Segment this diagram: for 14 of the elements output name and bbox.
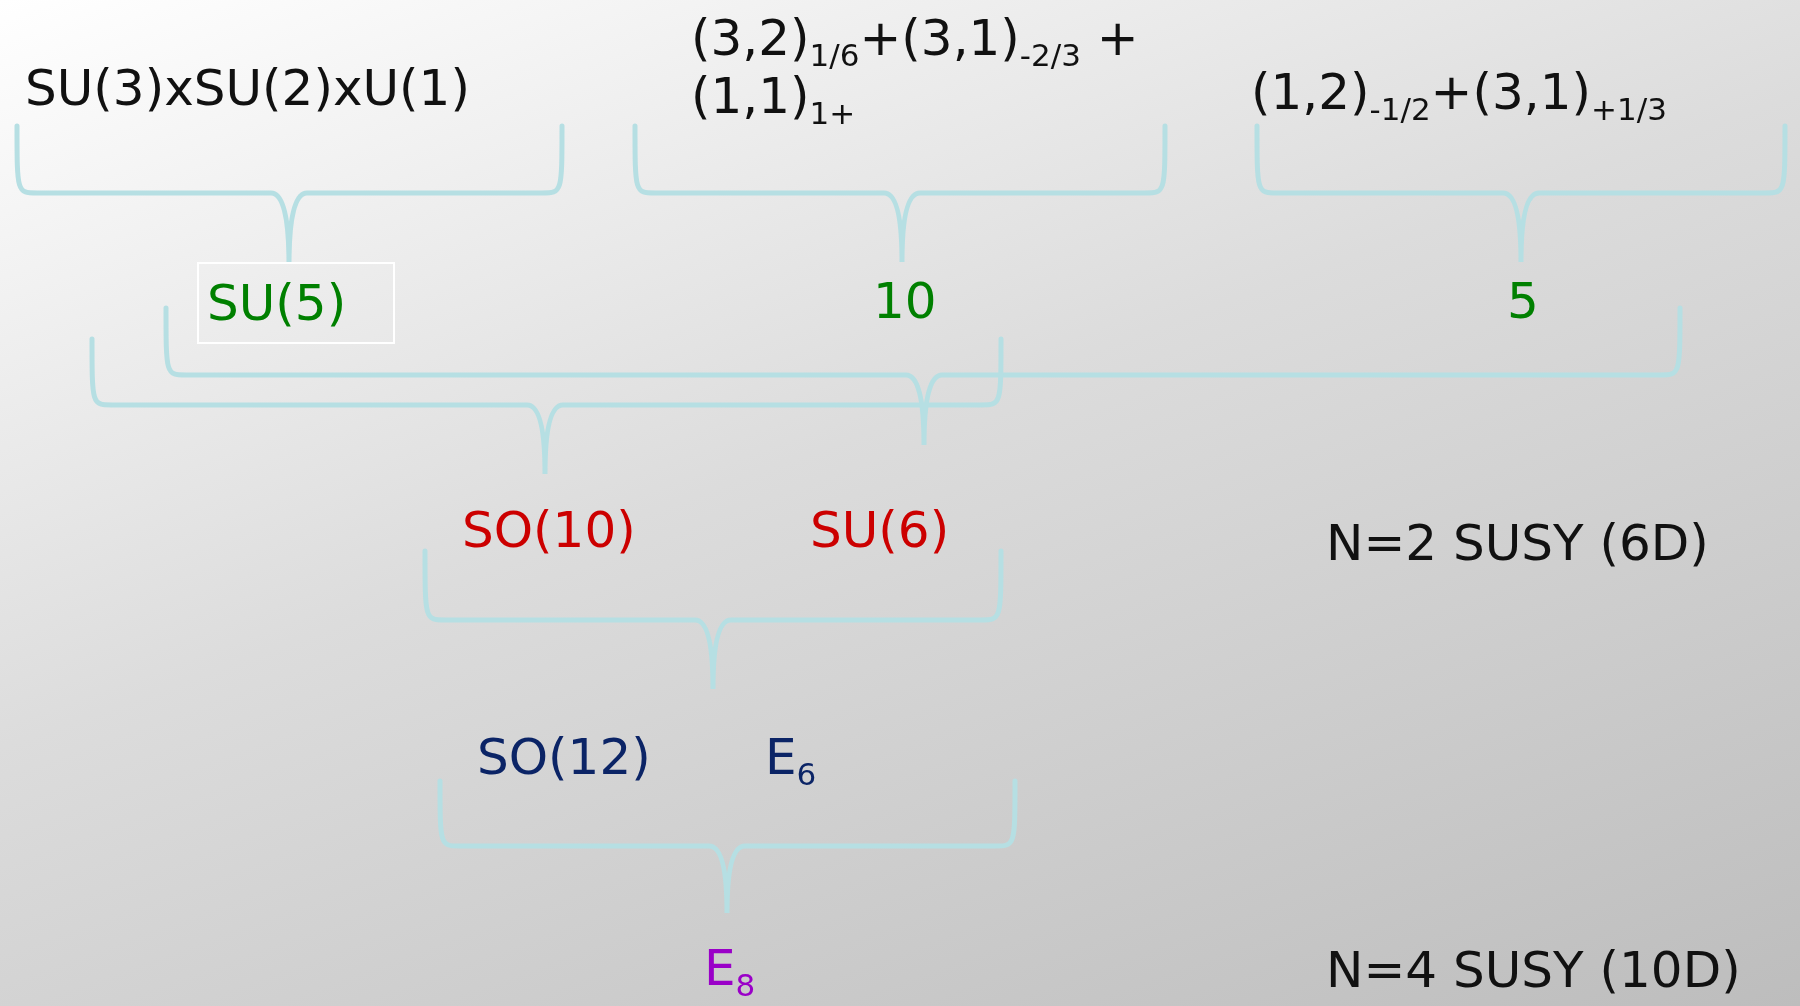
group-label: SU(6)	[810, 502, 950, 560]
group-label: SO(12)	[477, 729, 651, 787]
group-label: N=4 SUSY (10D)	[1326, 942, 1741, 1000]
group-label: (1,2)$_{-1/2}$+(3,1)$_{+1/3}$	[1251, 64, 1667, 122]
group-label: 10	[873, 273, 937, 331]
group-label: (3,2)$_{1/6}$+(3,1)$_{-2/3}$ +(1,1)$_{1+}$	[691, 10, 1140, 125]
group-label: E$_{8}$	[704, 940, 756, 998]
group-label: SU(3)xSU(2)xU(1)	[25, 60, 470, 118]
group-label: N=2 SUSY (6D)	[1326, 515, 1709, 573]
group-label: E$_{6}$	[765, 729, 817, 787]
group-label: SO(10)	[462, 502, 636, 560]
group-box	[197, 262, 395, 344]
group-name: SU(5)	[207, 274, 347, 332]
group-label: 5	[1507, 273, 1539, 331]
